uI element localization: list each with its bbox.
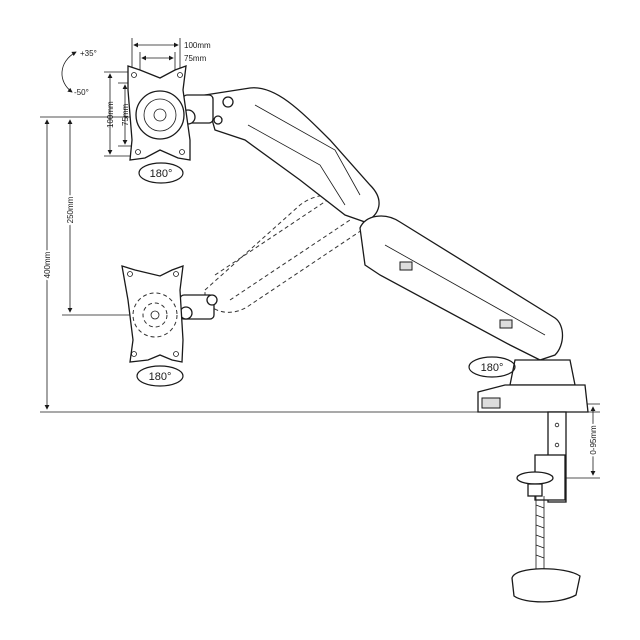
vesa-h-large-label: 100mm (184, 41, 211, 50)
tilt-down-label: -50° (74, 88, 89, 97)
base-rotation-label: 180° (481, 362, 504, 374)
desk-clamp (477, 359, 589, 603)
clamp-range-label: 0-95mm (589, 425, 598, 455)
vesa-v-small-label: 75mm (121, 103, 130, 126)
rotation-ellipse-base (468, 356, 516, 378)
tilt-up-label: +35° (80, 49, 97, 58)
vesa-v-large-label: 100mm (106, 101, 115, 128)
bottom-rotation-label: 180° (149, 371, 172, 383)
lower-arm-position (179, 194, 366, 320)
bottom-vesa-plate (121, 265, 184, 363)
base-arm (359, 215, 564, 361)
rotation-ellipse-bottom (136, 365, 184, 387)
rotation-ellipse-top (138, 162, 184, 184)
top-rotation-label: 180° (150, 168, 173, 180)
tilt-arrow-icon (61, 51, 77, 93)
max-height-label: 400mm (43, 251, 52, 278)
upper-arm (180, 87, 380, 223)
top-vesa-plate (127, 65, 191, 161)
travel-label: 250mm (66, 196, 75, 223)
vesa-h-small-label: 75mm (184, 54, 207, 63)
